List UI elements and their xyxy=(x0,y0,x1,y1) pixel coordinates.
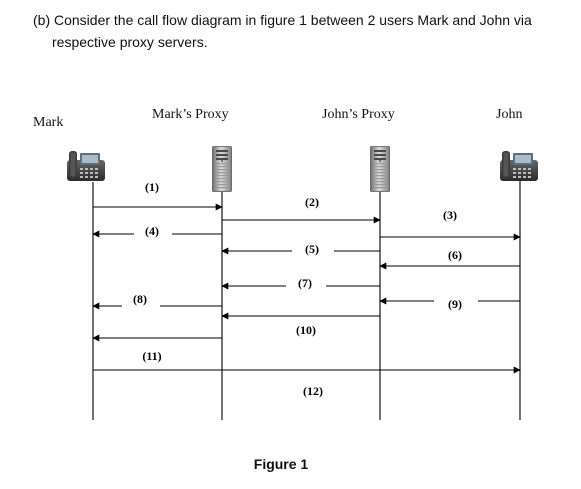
message-label-4: (4) xyxy=(145,224,159,238)
ip-phone-icon xyxy=(500,151,538,181)
message-label-1: (1) xyxy=(145,180,159,194)
message-label-12: (12) xyxy=(303,384,323,398)
message-label-9: (9) xyxy=(448,297,462,311)
participant-label-mark-proxy: Mark’s Proxy xyxy=(152,107,229,122)
question-line-1: (b) Consider the call flow diagram in fi… xyxy=(33,12,532,28)
message-label-11: (11) xyxy=(142,349,161,363)
participant-label-john: John xyxy=(496,107,523,122)
server-icon xyxy=(212,146,232,192)
ip-phone-icon xyxy=(67,151,105,181)
message-label-5: (5) xyxy=(305,242,319,256)
participant-label-mark: Mark xyxy=(33,115,64,130)
server-icon xyxy=(370,146,390,192)
participant-label-john-proxy: John’s Proxy xyxy=(322,107,395,122)
question-text: (b) Consider the call flow diagram in fi… xyxy=(33,9,573,53)
question-line-2: respective proxy servers. xyxy=(52,34,208,50)
message-label-8: (8) xyxy=(133,292,147,306)
message-label-2: (2) xyxy=(305,195,319,209)
message-label-6: (6) xyxy=(448,248,462,262)
message-label-10: (10) xyxy=(296,323,316,337)
message-label-3: (3) xyxy=(443,208,457,222)
figure-caption: Figure 1 xyxy=(253,456,309,472)
message-label-7: (7) xyxy=(298,276,312,290)
